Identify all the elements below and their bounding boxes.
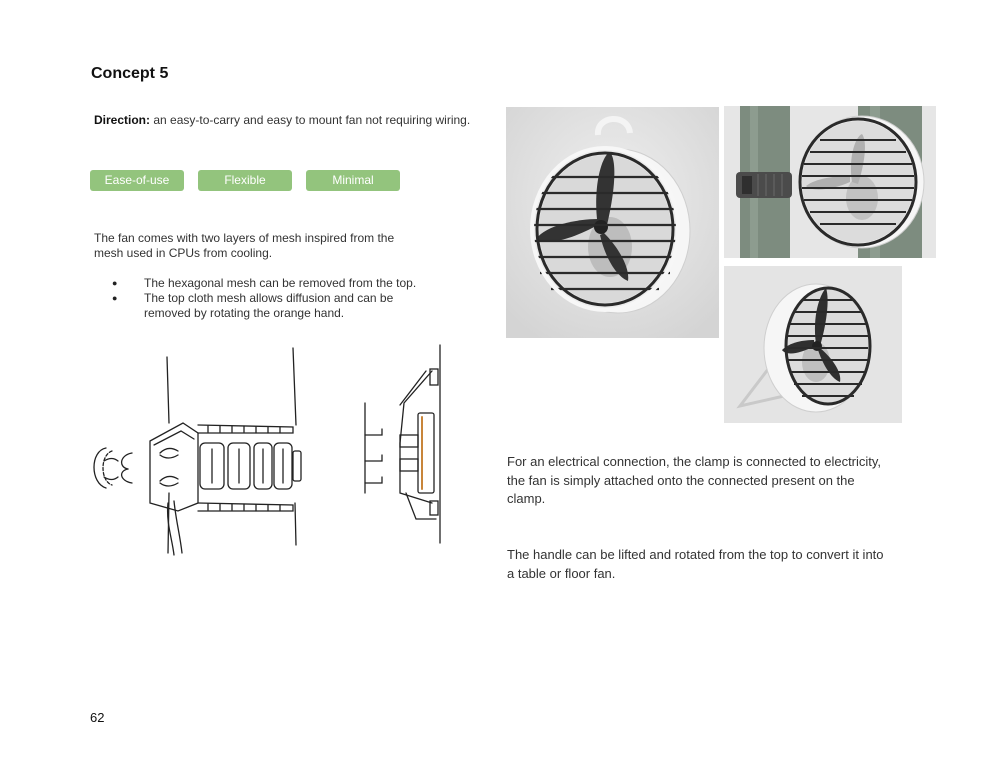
direction-statement: Direction: an easy-to-carry and easy to …	[94, 113, 470, 127]
clamp-sketch-front	[93, 347, 302, 556]
tag-flexible: Flexible	[198, 170, 292, 191]
feature-list: The hexagonal mesh can be removed from t…	[112, 276, 432, 321]
feature-item: The hexagonal mesh can be removed from t…	[112, 276, 432, 291]
tag-ease-of-use: Ease-of-use	[90, 170, 184, 191]
fan-render-stand	[724, 266, 902, 423]
fan-render-pole-mount	[724, 106, 936, 258]
page-number: 62	[90, 710, 105, 725]
fan-render-front	[506, 107, 719, 338]
electrical-connection-text: For an electrical connection, the clamp …	[507, 454, 882, 506]
feature-item: The top cloth mesh allows diffusion and …	[112, 291, 432, 321]
page-title: Concept 5	[91, 65, 169, 82]
direction-label: Direction:	[94, 113, 151, 127]
clamp-sketch-side	[364, 344, 441, 544]
intro-paragraph: The fan comes with two layers of mesh in…	[94, 231, 395, 260]
direction-text: an easy-to-carry and easy to mount fan n…	[150, 113, 471, 127]
handle-conversion-text: The handle can be lifted and rotated fro…	[507, 547, 884, 581]
tag-minimal: Minimal	[306, 170, 400, 191]
